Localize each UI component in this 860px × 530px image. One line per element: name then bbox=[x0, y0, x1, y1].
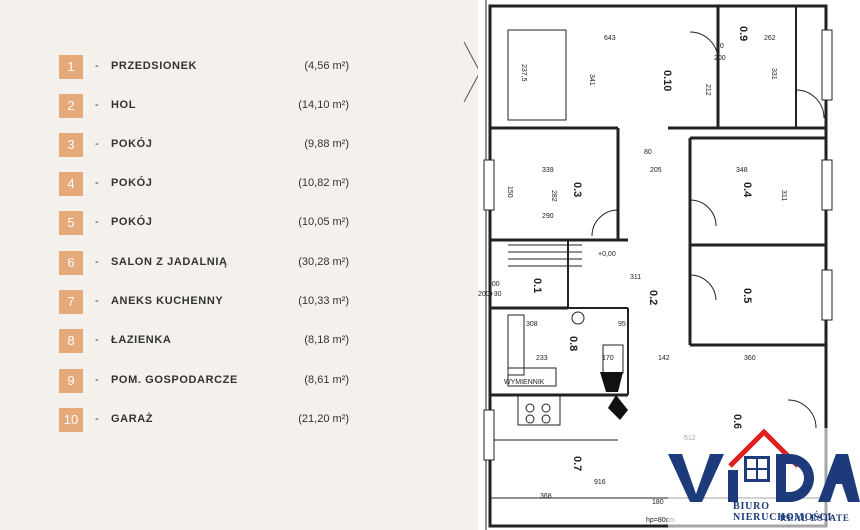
logo-tagline: REAL ESTATE bbox=[780, 513, 850, 523]
room-id: 0.5 bbox=[741, 288, 753, 303]
room-id: 0.2 bbox=[647, 290, 659, 305]
room-area: (10,82 m²) bbox=[298, 177, 349, 189]
room-number-badge: 5 bbox=[59, 211, 83, 235]
logo-subtitle: BIURO NIERUCHOMOŚCI bbox=[733, 501, 833, 523]
vida-logo bbox=[668, 428, 860, 530]
dimension-label: 262 bbox=[764, 35, 776, 42]
room-area: (21,20 m²) bbox=[298, 413, 349, 425]
legend-row-5: 5 - POKÓJ (10,05 m²) bbox=[59, 211, 359, 237]
room-name: GARAŻ bbox=[111, 413, 154, 425]
legend-dash: - bbox=[95, 256, 99, 268]
dimension-label: 95 bbox=[618, 321, 626, 328]
room-number-badge: 10 bbox=[59, 408, 83, 432]
dimension-label: 205 bbox=[650, 167, 662, 174]
dimension-label: 170 bbox=[602, 355, 614, 362]
room-id: 0.4 bbox=[741, 182, 753, 198]
legend-dash: - bbox=[95, 374, 99, 386]
room-name: ANEKS KUCHENNY bbox=[111, 295, 224, 307]
legend-row-6: 6 - SALON Z JADALNIĄ (30,28 m²) bbox=[59, 251, 359, 277]
legend-dash: - bbox=[95, 413, 99, 425]
legend-dash: - bbox=[95, 60, 99, 72]
room-id: 0.6 bbox=[731, 414, 743, 429]
legend-row-1: 1 - PRZEDSIONEK (4,56 m²) bbox=[59, 55, 359, 81]
dimension-label: 212 bbox=[704, 84, 711, 96]
legend-dash: - bbox=[95, 295, 99, 307]
dimension-label: 237,5 bbox=[520, 64, 527, 82]
room-number-badge: 3 bbox=[59, 133, 83, 157]
room-number-badge: 6 bbox=[59, 251, 83, 275]
dimension-label: 360 bbox=[744, 355, 756, 362]
legend-dash: - bbox=[95, 138, 99, 150]
room-area: (10,05 m²) bbox=[298, 216, 349, 228]
room-number-badge: 1 bbox=[59, 55, 83, 79]
room-name: POM. GOSPODARCZE bbox=[111, 374, 238, 386]
floor-plan-drawing: 0.10 0.9 0.3 0.4 0.1 0.2 0.5 0.8 0.6 0.7… bbox=[478, 0, 833, 530]
dimension-label: 150 bbox=[506, 186, 513, 198]
dimension-label: 311 bbox=[780, 190, 787, 201]
room-name: PRZEDSIONEK bbox=[111, 60, 198, 72]
legend-dash: - bbox=[95, 334, 99, 346]
dimension-label: 290 bbox=[542, 213, 554, 220]
room-name: ŁAZIENKA bbox=[111, 334, 172, 346]
legend-dash: - bbox=[95, 177, 99, 189]
room-number-badge: 2 bbox=[59, 94, 83, 118]
room-id: 0.3 bbox=[571, 182, 583, 197]
room-name: POKÓJ bbox=[111, 138, 153, 150]
dimension-label: hp=80cm bbox=[646, 517, 675, 524]
dimension-label: 200 bbox=[714, 55, 726, 62]
legend-dash: - bbox=[95, 216, 99, 228]
dimension-label: 233 bbox=[536, 355, 548, 362]
dimension-label: 282 bbox=[550, 190, 557, 202]
room-area: (8,61 m²) bbox=[304, 374, 349, 386]
dimension-label: 341 bbox=[588, 74, 595, 86]
legend-row-10: 10 - GARAŻ (21,20 m²) bbox=[59, 408, 359, 434]
dimension-label: 348 bbox=[736, 167, 748, 174]
room-number-badge: 7 bbox=[59, 290, 83, 314]
legend-row-7: 7 - ANEKS KUCHENNY (10,33 m²) bbox=[59, 290, 359, 316]
dimension-label: 308 bbox=[526, 321, 538, 328]
dimension-label: 331 bbox=[770, 68, 777, 80]
room-id: 0.7 bbox=[571, 456, 583, 471]
legend-row-4: 4 - POKÓJ (10,82 m²) bbox=[59, 172, 359, 198]
dimension-label: 90 bbox=[716, 43, 724, 50]
dimension-label: 80 bbox=[644, 149, 652, 156]
dimension-label: 368 bbox=[540, 493, 552, 500]
room-name: POKÓJ bbox=[111, 216, 153, 228]
room-area: (9,88 m²) bbox=[304, 138, 349, 150]
room-area: (30,28 m²) bbox=[298, 256, 349, 268]
room-area: (14,10 m²) bbox=[298, 99, 349, 111]
room-name: POKÓJ bbox=[111, 177, 153, 189]
legend-row-9: 9 - POM. GOSPODARCZE (8,61 m²) bbox=[59, 369, 359, 395]
dimension-label: WYMIENNIK bbox=[504, 379, 545, 386]
room-number-badge: 9 bbox=[59, 369, 83, 393]
dimension-label: 200+30 bbox=[478, 291, 502, 298]
legend-row-3: 3 - POKÓJ (9,88 m²) bbox=[59, 133, 359, 159]
room-number-badge: 8 bbox=[59, 329, 83, 353]
room-name: HOL bbox=[111, 99, 137, 111]
dimension-label: 311 bbox=[630, 274, 641, 281]
room-id: 0.1 bbox=[531, 278, 543, 293]
legend-row-8: 8 - ŁAZIENKA (8,18 m²) bbox=[59, 329, 359, 355]
dimension-label: 100 bbox=[488, 281, 500, 288]
dimension-label: 339 bbox=[542, 167, 554, 174]
room-id: 0.8 bbox=[567, 336, 579, 351]
room-area: (10,33 m²) bbox=[298, 295, 349, 307]
room-area: (8,18 m²) bbox=[304, 334, 349, 346]
room-number-badge: 4 bbox=[59, 172, 83, 196]
room-legend: 1 - PRZEDSIONEK (4,56 m²) 2 - HOL (14,10… bbox=[59, 55, 359, 434]
room-area: (4,56 m²) bbox=[304, 60, 349, 72]
room-name: SALON Z JADALNIĄ bbox=[111, 256, 228, 268]
room-id: 0.9 bbox=[737, 26, 749, 41]
room-id: 0.10 bbox=[661, 70, 673, 91]
legend-dash: - bbox=[95, 99, 99, 111]
dimension-label: +0,00 bbox=[598, 251, 616, 258]
dimension-label: 643 bbox=[604, 35, 616, 42]
dimension-label: 916 bbox=[594, 479, 606, 486]
dimension-label: 142 bbox=[658, 355, 670, 362]
dimension-label: 180 bbox=[652, 499, 664, 506]
legend-row-2: 2 - HOL (14,10 m²) bbox=[59, 94, 359, 120]
